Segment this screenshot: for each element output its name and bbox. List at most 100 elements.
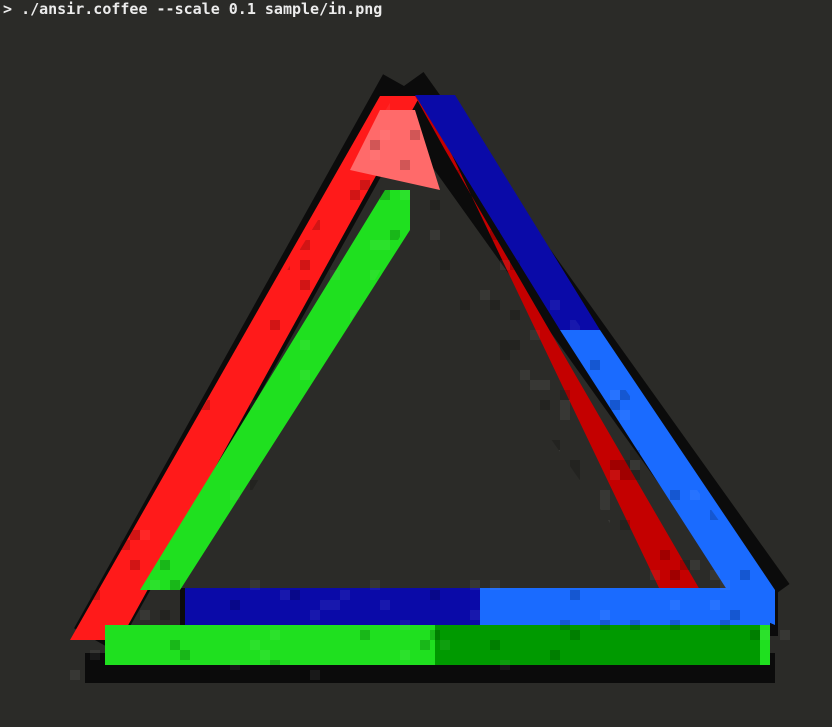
pixel-cell — [350, 310, 360, 320]
pixel-cell — [140, 610, 150, 620]
pixel-cell — [280, 220, 290, 230]
pixel-cell — [520, 160, 530, 170]
pixel-cell — [460, 120, 470, 130]
pixel-cell — [330, 270, 340, 280]
red-arm — [70, 96, 700, 640]
pixel-cell — [660, 390, 670, 400]
pixel-cell — [390, 470, 400, 480]
pixel-cell — [550, 450, 560, 460]
pixel-cell — [550, 230, 560, 240]
pixel-cell — [60, 320, 70, 330]
pixel-cell — [740, 150, 750, 160]
pixel-cell — [690, 90, 700, 100]
pixel-cell — [570, 190, 580, 200]
pixel-cell — [640, 310, 650, 320]
pixel-cell — [380, 190, 390, 200]
pixel-cell — [610, 470, 620, 480]
pixel-cell — [510, 210, 520, 220]
pixel-cell — [470, 610, 480, 620]
pixel-cell — [410, 330, 420, 340]
pixel-cell — [470, 400, 480, 410]
pixel-cell — [430, 230, 440, 240]
pixel-cell — [540, 450, 550, 460]
pixel-cell — [380, 100, 390, 110]
pixel-cell — [460, 560, 470, 570]
pixel-cell — [250, 580, 260, 590]
pixel-cell — [610, 80, 620, 90]
pixel-cell — [670, 320, 680, 330]
pixel-cell — [540, 380, 550, 390]
pixel-cell — [260, 110, 270, 120]
pixel-cell — [300, 460, 310, 470]
pixel-cell — [620, 410, 630, 420]
pixel-cell — [740, 500, 750, 510]
pixel-cell — [400, 430, 410, 440]
pixel-cell — [470, 80, 480, 90]
pixel-cell — [460, 410, 470, 420]
pixel-cell — [660, 360, 670, 370]
pixel-cell — [340, 590, 350, 600]
pixel-cell — [540, 500, 550, 510]
pixel-cell — [130, 340, 140, 350]
pixel-cell — [550, 260, 560, 270]
pixel-cell — [700, 470, 710, 480]
pixel-cell — [280, 540, 290, 550]
pixel-cell — [250, 400, 260, 410]
pixel-cell — [610, 460, 620, 470]
pixel-cell — [110, 100, 120, 110]
pixel-cell — [50, 450, 60, 460]
pixel-cell — [520, 570, 530, 580]
pixel-cell — [360, 120, 370, 130]
pixel-cell — [270, 320, 280, 330]
pixel-cell — [80, 440, 90, 450]
pixel-cell — [310, 670, 320, 680]
pixel-cell — [270, 660, 280, 670]
pixel-cell — [420, 360, 430, 370]
pixel-cell — [400, 570, 410, 580]
pixel-cell — [170, 240, 180, 250]
pixel-cell — [300, 340, 310, 350]
pixel-cell — [710, 510, 720, 520]
pixel-cell — [110, 150, 120, 160]
pixel-cell — [760, 260, 770, 270]
pixel-cell — [610, 400, 620, 410]
pixel-cell — [620, 470, 630, 480]
pixel-cell — [460, 520, 470, 530]
pixel-cell — [540, 230, 550, 240]
pixel-cell — [200, 120, 210, 130]
pixel-cell — [450, 500, 460, 510]
pixel-cell — [780, 290, 790, 300]
pixel-cell — [180, 650, 190, 660]
pixel-cell — [780, 630, 790, 640]
pixel-cell — [120, 540, 130, 550]
pixel-cell — [650, 570, 660, 580]
pixel-cell — [120, 290, 130, 300]
pixel-cell — [490, 150, 500, 160]
pixel-cell — [490, 100, 500, 110]
pixel-cell — [340, 530, 350, 540]
pixel-cell — [680, 270, 690, 280]
pixel-cell — [550, 490, 560, 500]
blue-arm — [185, 95, 775, 625]
pixel-cell — [670, 570, 680, 580]
pixel-cell — [360, 450, 370, 460]
pixel-cell — [370, 270, 380, 280]
pixel-cell — [250, 640, 260, 650]
pixel-cell — [430, 550, 440, 560]
pixel-cell — [500, 660, 510, 670]
pixel-cell — [150, 210, 160, 220]
pixel-cell — [380, 600, 390, 610]
pixel-cell — [160, 560, 170, 570]
pixel-cell — [580, 510, 590, 520]
pixel-cell — [630, 450, 640, 460]
pixel-cell — [210, 90, 220, 100]
pixel-cell — [120, 440, 130, 450]
pixel-cell — [130, 110, 140, 120]
pixel-cell — [320, 600, 330, 610]
pixel-cell — [570, 460, 580, 470]
pixel-cell — [570, 630, 580, 640]
pixel-cell — [220, 160, 230, 170]
pixel-cell — [740, 570, 750, 580]
command-line: > ./ansir.coffee --scale 0.1 sample/in.p… — [3, 0, 382, 20]
